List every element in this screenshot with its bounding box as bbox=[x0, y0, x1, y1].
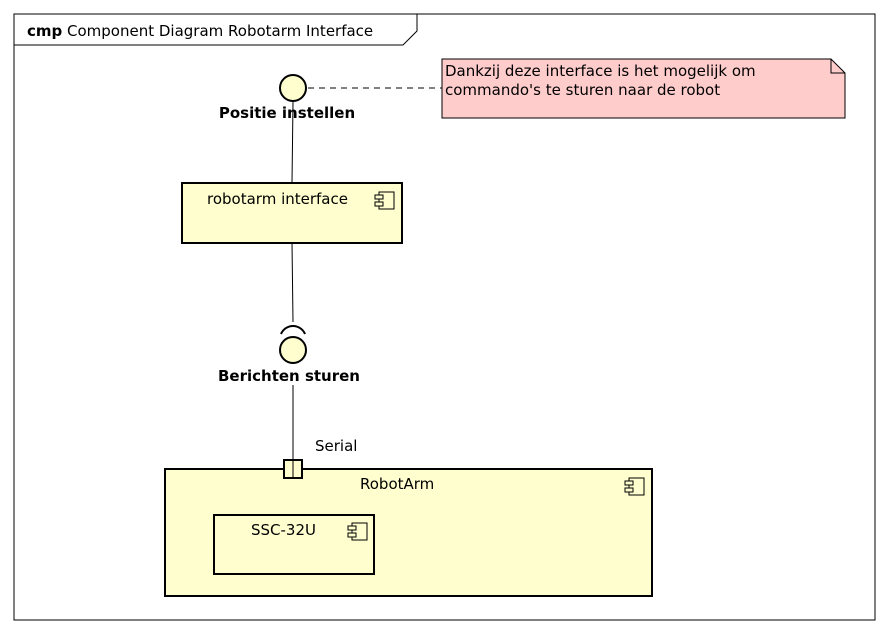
component-ssc32u bbox=[213, 514, 375, 575]
note-line-2: commando's te sturen naar de robot bbox=[445, 81, 720, 99]
required-interface-label: Berichten sturen bbox=[218, 367, 360, 385]
frame-title-tab bbox=[14, 14, 418, 46]
component-ssc32u-label: SSC-32U bbox=[251, 521, 316, 539]
component-icon bbox=[347, 522, 368, 541]
component-icon bbox=[374, 191, 395, 210]
component-robotarm-interface-label: robotarm interface bbox=[207, 190, 348, 208]
note-box bbox=[441, 58, 846, 119]
frame-keyword: cmp bbox=[27, 22, 63, 40]
required-interface-socket bbox=[280, 325, 306, 335]
provided-interface-circle bbox=[279, 74, 307, 102]
connector-required-interface bbox=[291, 242, 294, 323]
component-icon bbox=[624, 477, 645, 496]
note-line-1: Dankzij deze interface is het mogelijk o… bbox=[445, 62, 756, 80]
provided-interface-label: Positie instellen bbox=[219, 104, 355, 122]
connector-provided-interface bbox=[291, 101, 294, 184]
note-fold bbox=[830, 59, 845, 74]
component-robotarm-interface bbox=[181, 182, 403, 244]
component-robotarm-label: RobotArm bbox=[360, 475, 434, 493]
frame-title: Component Diagram Robotarm Interface bbox=[67, 22, 373, 40]
required-interface-circle bbox=[279, 336, 307, 364]
port-label: Serial bbox=[315, 437, 357, 455]
